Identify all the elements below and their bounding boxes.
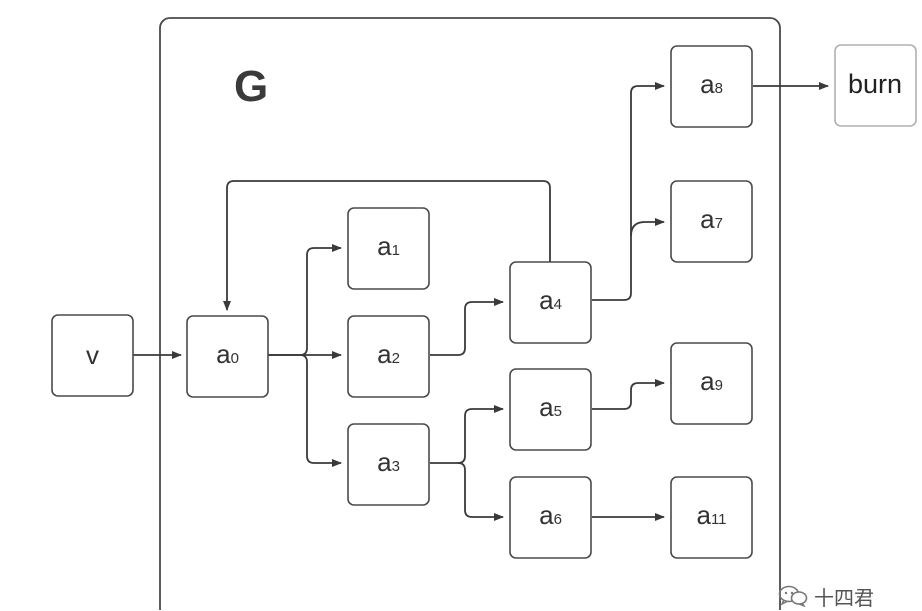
node-a11: a11 — [670, 476, 753, 559]
group-g-title: G — [234, 62, 268, 111]
edges — [133, 82, 829, 521]
node-a8-label: a8 — [700, 69, 723, 99]
node-a1-label: a1 — [377, 231, 400, 261]
node-a5: a5 — [509, 368, 592, 451]
node-a8: a8 — [670, 45, 753, 128]
node-a2-label: a2 — [377, 339, 400, 369]
edge-a4-a7 — [630, 218, 665, 237]
edge-a3-a5 — [430, 405, 504, 464]
node-a9-label: a9 — [700, 366, 723, 396]
node-a9: a9 — [670, 342, 753, 425]
node-a2: a2 — [347, 315, 430, 398]
node-a7: a7 — [670, 180, 753, 263]
node-v: v — [51, 314, 134, 397]
watermark-text: 十四君 — [814, 585, 874, 610]
edge-a4-a8 — [592, 82, 665, 301]
node-a7-label: a7 — [700, 204, 723, 234]
wechat-logo-icon — [778, 585, 808, 607]
node-a1: a1 — [347, 207, 430, 290]
node-a3: a3 — [347, 423, 430, 506]
node-a11-label: a11 — [696, 500, 726, 530]
node-a0-label: a0 — [216, 339, 239, 369]
node-a6: a6 — [509, 476, 592, 559]
edge-a3-a6 — [457, 462, 504, 521]
node-a4: a4 — [509, 261, 592, 344]
edge-a2-a4 — [430, 298, 504, 356]
node-burn: burn — [834, 44, 917, 127]
node-a3-label: a3 — [377, 447, 400, 477]
group-g-container — [159, 17, 781, 610]
edge-a0-a3 — [299, 354, 342, 467]
node-a5-label: a5 — [539, 392, 562, 422]
node-v-label: v — [86, 340, 99, 370]
edge-a4-a0 — [223, 180, 551, 311]
node-burn-label: burn — [848, 69, 902, 99]
node-a4-label: a4 — [539, 285, 562, 315]
node-a6-label: a6 — [539, 500, 562, 530]
node-a0: a0 — [186, 315, 269, 398]
edge-a0-a1 — [268, 244, 342, 356]
edge-a5-a9 — [592, 379, 665, 410]
watermark: 十四君 — [778, 584, 874, 610]
